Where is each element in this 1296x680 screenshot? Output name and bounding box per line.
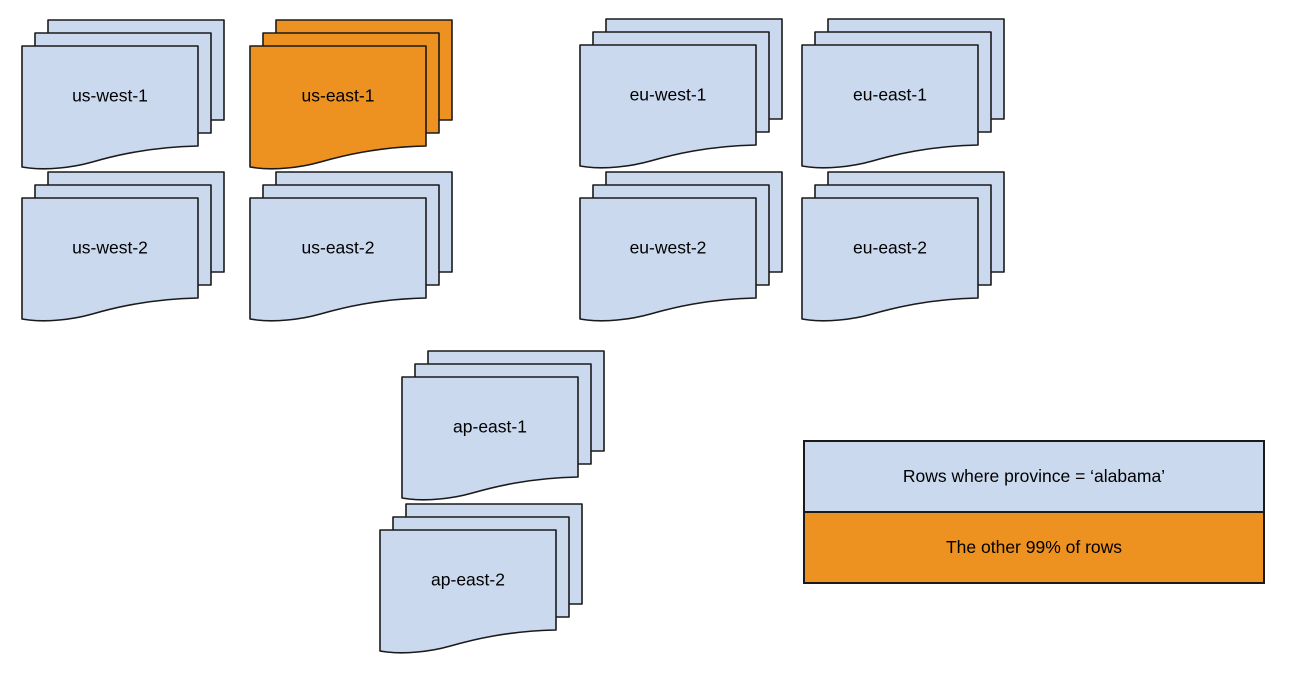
doc-stack-us-east-2[interactable]: us-east-2	[248, 170, 454, 322]
doc-stack-shape-eu-east-1: eu-east-1	[801, 18, 1005, 169]
doc-sheet-us-west-2-3	[21, 197, 199, 322]
legend-box: Rows where province = ‘alabama’ The othe…	[803, 440, 1265, 584]
doc-stack-us-west-1[interactable]: us-west-1	[20, 18, 226, 170]
doc-stack-shape-us-east-2: us-east-2	[249, 171, 453, 322]
legend-row-orange: The other 99% of rows	[805, 513, 1263, 582]
doc-stack-us-east-1[interactable]: us-east-1	[248, 18, 454, 170]
doc-sheet-eu-west-2-3	[579, 197, 757, 322]
doc-stack-label-eu-east-1: eu-east-1	[853, 85, 927, 105]
doc-sheet-us-east-2-3	[249, 197, 427, 322]
doc-stack-shape-us-west-2: us-west-2	[21, 171, 225, 322]
doc-stack-shape-eu-west-2: eu-west-2	[579, 171, 783, 322]
doc-stack-us-west-2[interactable]: us-west-2	[20, 170, 226, 322]
doc-stack-shape-us-east-1: us-east-1	[249, 19, 453, 170]
doc-sheet-ap-east-1-3	[401, 376, 579, 501]
doc-stack-eu-west-2[interactable]: eu-west-2	[578, 170, 784, 322]
legend-row-blue-label: Rows where province = ‘alabama’	[902, 466, 1166, 486]
legend-row-orange-label: The other 99% of rows	[945, 537, 1123, 557]
doc-stack-label-eu-west-1: eu-west-1	[630, 85, 707, 105]
doc-stack-label-ap-east-2: ap-east-2	[431, 570, 505, 590]
doc-sheet-ap-east-2-3	[379, 529, 557, 654]
doc-stack-eu-west-1[interactable]: eu-west-1	[578, 17, 784, 169]
doc-stack-label-eu-west-2: eu-west-2	[630, 238, 707, 258]
doc-stack-eu-east-2[interactable]: eu-east-2	[800, 170, 1006, 322]
doc-sheet-eu-west-1-3	[579, 44, 757, 169]
doc-stack-shape-ap-east-1: ap-east-1	[401, 350, 605, 501]
legend-row-blue: Rows where province = ‘alabama’	[805, 442, 1263, 513]
doc-stack-label-us-west-2: us-west-2	[72, 238, 148, 258]
doc-stack-ap-east-1[interactable]: ap-east-1	[400, 349, 606, 501]
doc-sheet-us-east-1-3	[249, 45, 427, 170]
doc-stack-label-us-west-1: us-west-1	[72, 86, 148, 106]
doc-sheet-us-west-1-3	[21, 45, 199, 170]
doc-stack-label-eu-east-2: eu-east-2	[853, 238, 927, 258]
doc-stack-label-ap-east-1: ap-east-1	[453, 417, 527, 437]
doc-stack-label-us-east-1: us-east-1	[302, 86, 375, 106]
doc-stack-label-us-east-2: us-east-2	[302, 238, 375, 258]
doc-stack-shape-us-west-1: us-west-1	[21, 19, 225, 170]
doc-stack-eu-east-1[interactable]: eu-east-1	[800, 17, 1006, 169]
doc-stack-shape-ap-east-2: ap-east-2	[379, 503, 583, 654]
doc-stack-ap-east-2[interactable]: ap-east-2	[378, 502, 584, 654]
doc-sheet-eu-east-1-3	[801, 44, 979, 169]
doc-stack-shape-eu-east-2: eu-east-2	[801, 171, 1005, 322]
doc-stack-shape-eu-west-1: eu-west-1	[579, 18, 783, 169]
doc-sheet-eu-east-2-3	[801, 197, 979, 322]
